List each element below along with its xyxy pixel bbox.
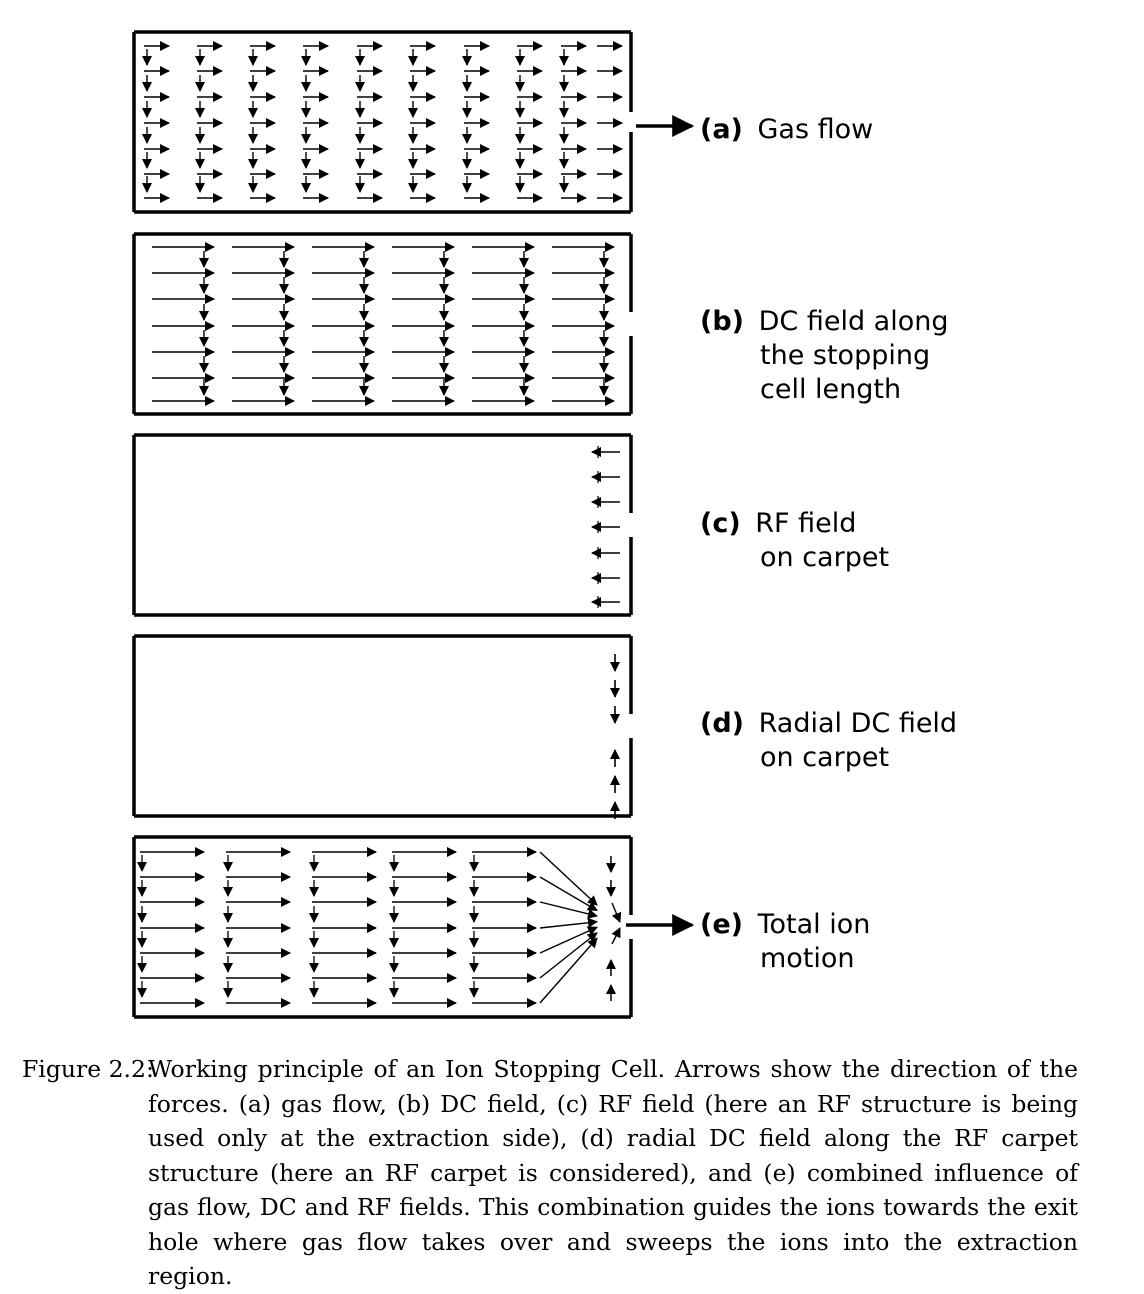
figure-caption: Figure 2.2: Working principle of an Ion …: [22, 1052, 1078, 1294]
panel-c-letter: (c): [700, 508, 741, 539]
force-arrow: [611, 902, 622, 923]
panel-e-text-1: Total ion: [757, 909, 871, 940]
force-arrow: [539, 901, 598, 919]
panel-d-text-2: on carpet: [760, 742, 889, 773]
panel-a-text: Gas flow: [758, 114, 874, 145]
panel-b-dc-field: [132, 232, 633, 416]
force-arrow: [539, 851, 598, 906]
panel-b-label: (b) DC field along: [700, 306, 949, 337]
force-arrow: [611, 927, 621, 945]
panel-e-label: (e) Total ion: [700, 909, 870, 940]
force-arrow: [539, 876, 598, 912]
force-arrow: [539, 917, 598, 929]
caption-text: Working principle of an Ion Stopping Cel…: [148, 1055, 1078, 1290]
panel-a-gas-flow: [132, 30, 695, 214]
panel-b-letter: (b): [700, 306, 744, 337]
panel-a-letter: (a): [700, 114, 743, 145]
panel-c-text-2: on carpet: [760, 542, 889, 573]
panel-b-text-3: cell length: [760, 374, 901, 405]
panel-c-label: (c) RF field: [700, 508, 856, 539]
panel-b-text-2: the stopping: [760, 340, 930, 371]
panel-d-text-1: Radial DC field: [759, 708, 957, 739]
panel-e-total-ion-motion: [132, 835, 695, 1019]
panel-a-label: (a) Gas flow: [700, 114, 873, 145]
force-arrow: [539, 937, 598, 1004]
panel-c-rf-field: [132, 433, 633, 617]
panel-d-letter: (d): [700, 708, 744, 739]
panel-d-radial-dc-field: [132, 634, 633, 819]
panel-c-text-1: RF field: [755, 508, 856, 539]
force-arrow: [539, 926, 598, 954]
panel-b-text-1: DC field along: [759, 306, 949, 337]
caption-label: Figure 2.2:: [22, 1055, 154, 1083]
panel-e-text-2: motion: [760, 943, 855, 974]
ion-stopping-cell-diagram: (a) Gas flow (b) DC field along the stop…: [132, 30, 957, 1019]
panel-e-letter: (e): [700, 909, 743, 940]
panel-d-label: (d) Radial DC field: [700, 708, 957, 739]
